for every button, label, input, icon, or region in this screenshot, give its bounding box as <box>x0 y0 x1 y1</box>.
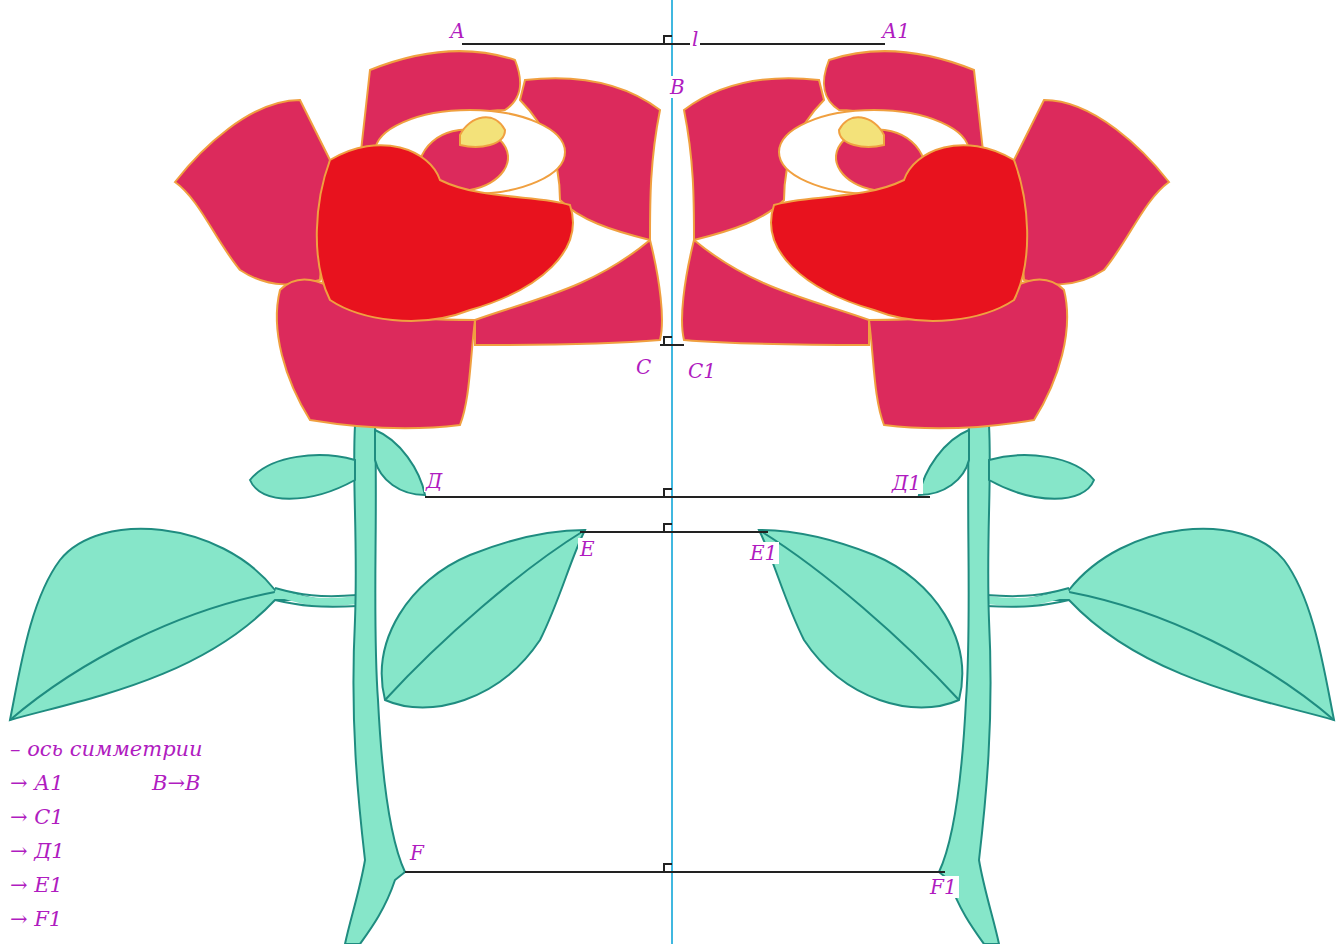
point-label: F1 <box>928 876 959 898</box>
point-label: В <box>668 76 687 98</box>
legend-note: → Е1 <box>8 874 65 897</box>
point-label: С1 <box>686 360 718 382</box>
point-label: А <box>448 20 467 42</box>
axis-label: l <box>690 28 700 50</box>
point-label: Д1 <box>890 472 923 494</box>
point-label: Е1 <box>748 542 779 564</box>
legend-note: → С1 <box>8 806 66 829</box>
point-label: С <box>634 356 653 378</box>
point-label: Д <box>424 470 444 492</box>
point-label: А1 <box>880 20 912 42</box>
legend-note: – ось симметрии <box>8 738 205 761</box>
legend-note: → Д1 <box>8 840 67 863</box>
legend-note: → А1 <box>8 772 66 795</box>
point-label: F <box>408 842 426 864</box>
point-label: Е <box>578 538 597 560</box>
legend-note: В→В <box>150 772 202 795</box>
legend-note: → F1 <box>8 908 64 931</box>
